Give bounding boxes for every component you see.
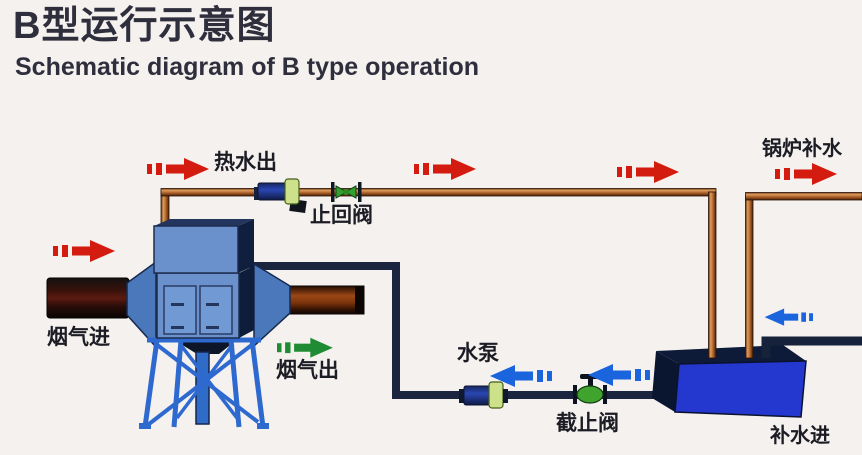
water-return-pipe <box>250 262 668 399</box>
outlet-cone <box>253 262 291 348</box>
flow-arrow-red-boiler-makeup <box>775 163 837 185</box>
label-stop-valve: 截止阀 <box>556 412 619 435</box>
water-tank <box>652 345 807 418</box>
page-title: B型运行示意图 <box>13 5 276 47</box>
flow-arrow-blue-makeup-in <box>764 308 813 326</box>
flow-arrow-red-hot-water-out <box>147 158 209 180</box>
pipe-coupling <box>254 178 307 214</box>
label-hot-water-out: 热水出 <box>214 151 277 174</box>
support-stand <box>139 337 269 429</box>
flow-arrow-red-pipe-mid <box>414 158 476 180</box>
flow-arrow-red-flue-in <box>53 240 115 262</box>
flow-arrow-blue-return <box>588 364 650 386</box>
label-flue-gas-out: 烟气出 <box>276 359 339 382</box>
copper-hot-water-pipe <box>160 188 717 359</box>
label-flue-gas-in: 烟气进 <box>47 326 110 349</box>
exchanger-top-box <box>153 219 254 274</box>
exchanger-lower-box <box>156 266 254 339</box>
makeup-water-pipe <box>761 336 862 358</box>
copper-boiler-makeup-pipe <box>745 192 862 359</box>
label-makeup-water-in: 补水进 <box>770 425 830 447</box>
page-subtitle: Schematic diagram of B type operation <box>15 53 479 81</box>
label-water-pump: 水泵 <box>457 342 499 365</box>
check-valve-icon <box>331 182 362 202</box>
flue-inlet-duct <box>46 277 130 319</box>
water-pump-icon <box>459 381 508 409</box>
inlet-cone <box>126 260 157 349</box>
label-check-valve: 止回阀 <box>310 204 373 227</box>
label-boiler-makeup-water: 锅炉补水 <box>762 138 842 160</box>
flue-outlet-duct <box>285 285 365 315</box>
heat-exchanger <box>46 219 365 429</box>
flow-arrow-green-flue-out <box>277 337 333 358</box>
flow-arrow-red-pipe-right <box>617 161 679 183</box>
